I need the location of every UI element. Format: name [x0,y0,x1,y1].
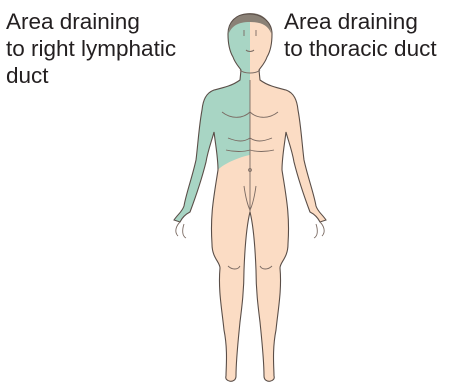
right-lymphatic-duct-label: Area draining to right lymphatic duct [6,8,176,89]
thoracic-duct-label: Area draining to thoracic duct [284,8,437,62]
